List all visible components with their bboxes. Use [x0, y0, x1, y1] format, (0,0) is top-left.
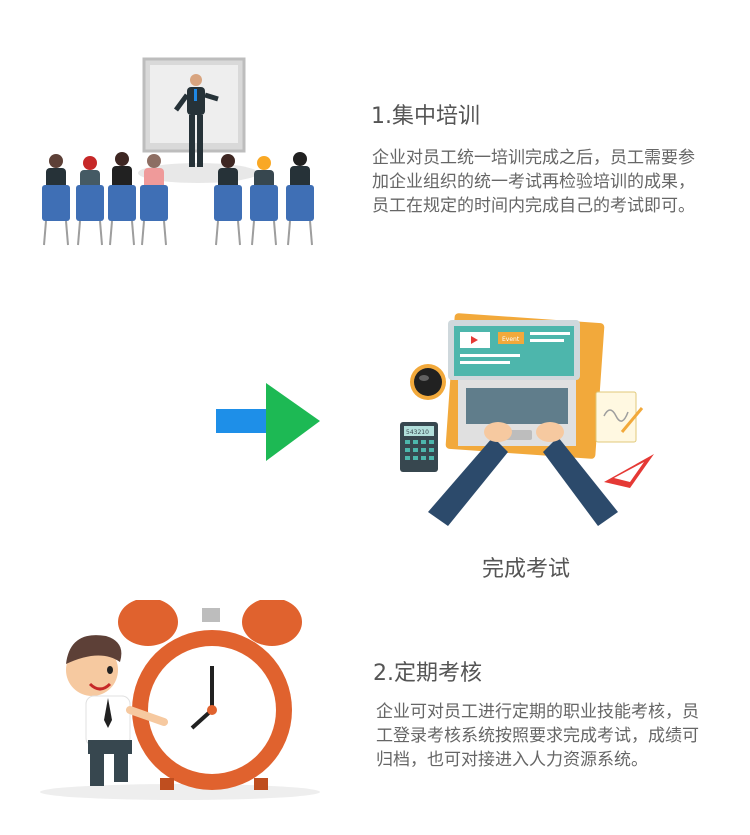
arrow-right-icon [216, 383, 320, 461]
coffee-cup [410, 364, 446, 400]
audience [42, 152, 314, 246]
section2-description: 企业可对员工进行定期的职业技能考核，员工登录考核系统按照要求完成考试，成绩可归档… [376, 702, 699, 770]
play-icon [471, 336, 478, 344]
calculator: 543210 [400, 422, 438, 472]
training-illustration [38, 55, 328, 255]
calculator-display: 543210 [406, 429, 429, 436]
section1-title: 1.集中培训 [371, 104, 480, 129]
clock-bell-left [118, 600, 178, 646]
section2-title: 2.定期考核 [373, 661, 482, 686]
keyboard [466, 388, 568, 424]
person-figure [66, 635, 168, 786]
speaker-figure [173, 74, 219, 167]
section1-description: 企业对员工统一培训完成之后，员工需要参加企业组织的统一考试再检验培训的成果，员工… [372, 148, 695, 216]
clock-bell-right [242, 600, 302, 646]
right-arm [543, 437, 618, 526]
notepad [595, 391, 644, 443]
laptop-tag: Event [502, 336, 520, 343]
middle-caption: 完成考试 [482, 557, 571, 582]
left-arm [428, 437, 508, 526]
alarm-clock-illustration [30, 600, 330, 800]
laptop-exam-illustration: Event 543210 [398, 312, 660, 526]
